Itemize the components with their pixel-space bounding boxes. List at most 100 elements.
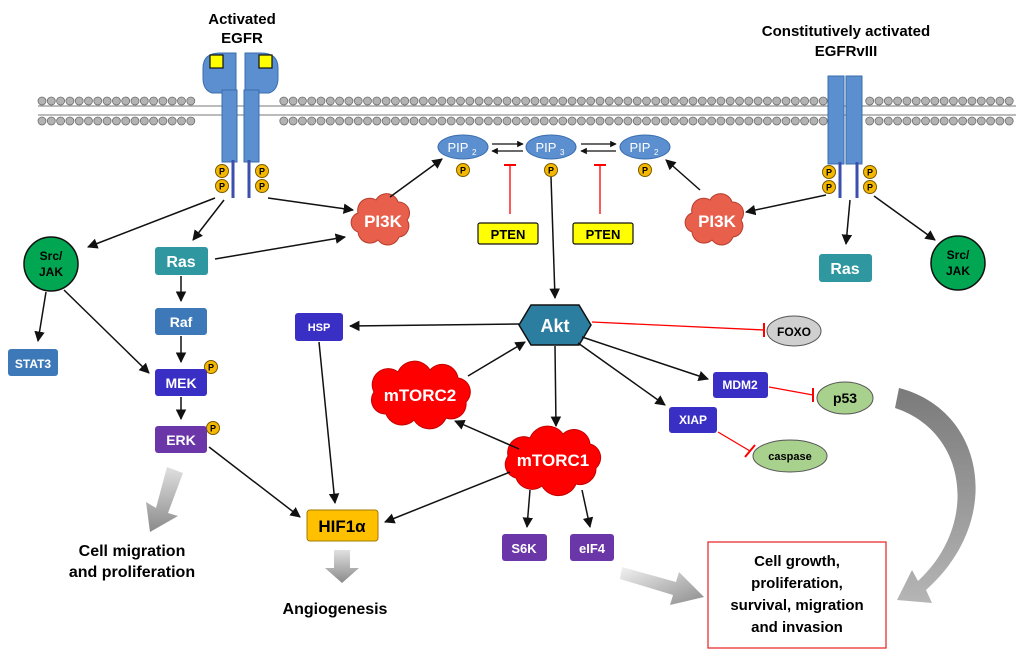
svg-text:Raf: Raf bbox=[170, 314, 193, 330]
lipid-head bbox=[688, 96, 698, 106]
pi3k-left: PI3K bbox=[350, 193, 411, 246]
lipid-head bbox=[772, 96, 782, 106]
lipid-head bbox=[725, 96, 735, 106]
egf-ligand-right bbox=[258, 54, 273, 69]
p53-node: p53 bbox=[816, 381, 874, 415]
lipid-head bbox=[149, 96, 159, 106]
lipid-head bbox=[902, 116, 912, 126]
phospho-icon: P bbox=[255, 179, 269, 193]
lipid-head bbox=[177, 96, 186, 106]
svg-text:HIF1α: HIF1α bbox=[318, 517, 366, 536]
svg-text:2: 2 bbox=[472, 148, 477, 157]
lipid-head bbox=[483, 96, 493, 106]
lipid-head bbox=[102, 96, 112, 106]
lipid-head bbox=[363, 116, 372, 126]
egfrviii-receptor bbox=[827, 75, 863, 198]
lipid-head bbox=[1004, 96, 1014, 106]
svg-text:survival, migration: survival, migration bbox=[730, 597, 863, 614]
lipid-head bbox=[781, 96, 791, 106]
lipid-head bbox=[446, 96, 456, 106]
svg-text:ERK: ERK bbox=[166, 432, 196, 448]
svg-text:P: P bbox=[826, 183, 832, 193]
lipid-head bbox=[632, 116, 642, 126]
svg-text:p53: p53 bbox=[833, 390, 857, 406]
erk-node: ERK bbox=[155, 426, 207, 453]
pip2-left: PIP 2 bbox=[437, 134, 489, 160]
lipid-head bbox=[521, 116, 530, 126]
phospho-icon: P bbox=[255, 164, 269, 178]
svg-text:XIAP: XIAP bbox=[679, 413, 707, 427]
lipid-head bbox=[744, 96, 754, 106]
lipid-head bbox=[139, 96, 149, 106]
phospho-sites: P P P P P P P P P P P P P bbox=[204, 163, 877, 435]
ras-right: Ras bbox=[819, 254, 872, 282]
lipid-head bbox=[353, 116, 363, 126]
lipid-head bbox=[939, 116, 949, 126]
lipid-head bbox=[56, 116, 65, 126]
lipid-head bbox=[976, 96, 986, 106]
hif1a-node: HIF1α bbox=[306, 509, 379, 542]
lipid-head bbox=[418, 96, 428, 106]
phospho-icon: P bbox=[863, 180, 877, 194]
lipid-head bbox=[46, 116, 56, 126]
lipid-head bbox=[651, 96, 661, 106]
cell-migration-label: and proliferation bbox=[69, 564, 195, 581]
lipid-head bbox=[93, 116, 103, 126]
cell-migration-label: Cell migration bbox=[79, 543, 186, 560]
lipid-head bbox=[921, 116, 930, 126]
lipid-head bbox=[279, 96, 289, 106]
lipid-head bbox=[316, 116, 326, 126]
lipid-head bbox=[288, 116, 298, 126]
lipid-head bbox=[697, 116, 707, 126]
lipid-head bbox=[949, 96, 958, 106]
phospho-icon: P bbox=[215, 164, 229, 178]
lipid-head bbox=[437, 96, 447, 106]
lipid-head bbox=[121, 96, 131, 106]
svg-text:P: P bbox=[826, 168, 832, 178]
lipid-head bbox=[502, 96, 512, 106]
lipid-head bbox=[642, 116, 651, 126]
lipid-head bbox=[911, 96, 921, 106]
svg-text:P: P bbox=[208, 363, 214, 373]
phospho-icon: P bbox=[206, 421, 220, 435]
lipid-head bbox=[818, 96, 828, 106]
lipid-head bbox=[558, 116, 568, 126]
lipid-head bbox=[986, 116, 995, 126]
svg-text:mTORC2: mTORC2 bbox=[384, 386, 456, 405]
lipid-head bbox=[288, 96, 298, 106]
lipid-head bbox=[502, 116, 512, 126]
lipid-head bbox=[372, 116, 382, 126]
lipid-head bbox=[763, 96, 772, 106]
egfrviii-title: EGFRvIII bbox=[815, 43, 878, 60]
egfr-title: EGFR bbox=[221, 30, 263, 47]
lipid-head bbox=[967, 116, 977, 126]
lipid-head bbox=[809, 116, 819, 126]
lipid-head bbox=[883, 96, 893, 106]
pip3: PIP 3 bbox=[525, 134, 577, 160]
lipid-head bbox=[725, 116, 735, 126]
lipid-head bbox=[781, 116, 791, 126]
svg-text:PTEN: PTEN bbox=[491, 227, 526, 242]
lipid-head bbox=[670, 96, 679, 106]
phospho-icon: P bbox=[822, 180, 836, 194]
lipid-head bbox=[707, 116, 716, 126]
mtorc1-node: mTORC1 bbox=[504, 425, 602, 497]
svg-text:JAK: JAK bbox=[39, 265, 63, 279]
s6k-node: S6K bbox=[502, 534, 547, 561]
svg-text:caspase: caspase bbox=[768, 451, 811, 463]
lipid-head bbox=[883, 116, 893, 126]
lipid-head bbox=[660, 96, 670, 106]
svg-text:proliferation,: proliferation, bbox=[751, 575, 843, 592]
phospho-icon: P bbox=[215, 179, 229, 193]
lipid-head bbox=[158, 116, 168, 126]
lipid-head bbox=[1004, 116, 1014, 126]
svg-text:Akt: Akt bbox=[540, 316, 569, 336]
lipid-head bbox=[697, 96, 707, 106]
lipid-head bbox=[530, 116, 540, 126]
lipid-head bbox=[428, 116, 438, 126]
lipid-head bbox=[474, 96, 484, 106]
ras-left: Ras bbox=[155, 247, 208, 275]
lipid-head bbox=[874, 116, 884, 126]
lipid-head bbox=[400, 96, 410, 106]
